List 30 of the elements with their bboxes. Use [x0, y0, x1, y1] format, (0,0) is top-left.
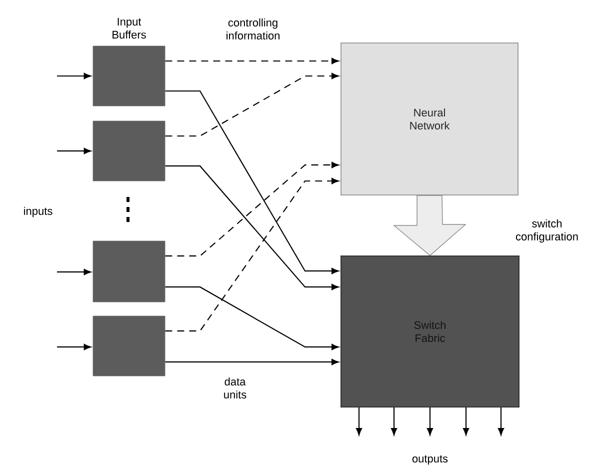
arrow — [57, 344, 92, 350]
arrow — [390, 407, 398, 436]
arrow — [498, 407, 504, 436]
label-text: controlling information — [226, 18, 280, 40]
arrow — [462, 407, 470, 436]
buffer-box — [92, 46, 166, 106]
label-text: Input Buffers — [112, 18, 146, 39]
dashed-arrow — [165, 178, 339, 332]
fabric-box: Switch Fabric — [340, 255, 520, 408]
arrow — [57, 72, 92, 80]
arrow — [165, 165, 339, 290]
dashed-arrow — [165, 72, 339, 137]
label-text: switch configuration — [516, 219, 578, 243]
network-box: Neural Network — [340, 42, 518, 196]
arrow — [356, 407, 362, 436]
label-text: data units — [224, 377, 246, 399]
arrow — [426, 407, 434, 436]
dashed-arrow — [165, 162, 339, 257]
arrow — [165, 90, 339, 274]
arrow — [57, 268, 92, 276]
arrow — [57, 148, 92, 154]
buffer-box — [92, 240, 166, 302]
buffer-box — [92, 120, 166, 182]
label-text: outputs — [412, 455, 448, 465]
arrow — [165, 286, 339, 350]
dashed-arrow — [165, 58, 339, 64]
buffer-box — [92, 316, 166, 376]
block-arrow — [393, 195, 466, 256]
label-text: inputs — [24, 206, 52, 218]
arrow — [165, 358, 339, 366]
